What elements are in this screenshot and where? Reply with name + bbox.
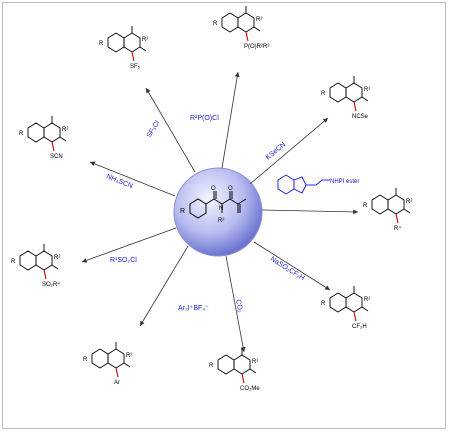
product-r2-label: R² [364,297,370,303]
reagent-co2: CO₂ [234,299,244,314]
product-r-label: R [321,91,326,97]
product-group-label: SF₅ [130,64,141,70]
product-r2-label: R² [54,255,60,261]
product-p_sf5: R R² SF₅ [99,26,148,70]
product-r2-label: R² [126,353,132,359]
product-p_cf2h: R R² CF₂H [321,286,370,330]
product-r2-label: R² [252,359,258,365]
product-r-label: R [83,357,88,363]
arrow-aryl [139,245,189,327]
reagent-phosphine: R²P(O)Cl [190,115,219,122]
arrow-so2 [81,227,177,263]
nhpi-label: NHPI ester [330,179,359,185]
product-r-label: R [99,41,104,47]
arrow-se [249,117,329,185]
reagent-nh4scn: NH₄SCN [105,173,133,190]
nhpi-ester-structure [277,174,330,195]
product-r-label: R [209,363,214,369]
product-group-label: CO₂Me [240,386,260,392]
product-p_so2: R R² SO₂R⁴ [11,244,60,288]
arrow-cf2h [253,241,331,291]
product-p_aryl: R R² Ar [83,342,132,386]
product-r2-label: R² [406,199,412,205]
product-p_ester: R R² CO₂Me [209,348,260,392]
product-r2-label: R² [256,17,262,23]
product-group-label: Ar [114,380,120,386]
arrow-scn [89,161,176,197]
product-group-label: P(O)R²R³ [244,44,269,50]
reagent-sf5cl: SF₅Cl [146,119,162,139]
center-n-label: N [219,206,223,212]
figure-frame [2,2,446,429]
reagent-kseCN: KSeCN [265,141,287,161]
product-p_scn: R R² SCN [19,116,68,160]
product-r-label: R [321,301,326,307]
center-o2-label: O [228,186,233,192]
arrow-sf5 [145,87,196,173]
product-p_phos: R R² P(O)R²R³ [213,6,269,50]
product-r2-label: R² [364,87,370,93]
product-r-label: R [11,259,16,265]
product-group-label: CF₂H [352,324,367,330]
center-sphere [173,167,263,257]
product-r2-label: R² [142,37,148,43]
product-r-label: R [213,21,218,27]
product-group-label: SCN [50,154,63,160]
reagent-sulfonyl: R¹SO₂Cl [110,257,137,264]
reagent-iodonium: Ar₂I⁺BF₄⁻ [178,305,209,312]
reagent-nas: NaSO₂CF₂H [269,256,306,283]
product-group-label: SO₂R⁴ [42,281,60,288]
product-r-label: R [19,131,24,137]
center-substrate [189,191,247,219]
arrow-alkyl [261,209,359,215]
center-o1-label: O [211,186,216,192]
arrow-phos [221,71,240,169]
center-r2-label: R² [218,218,224,224]
product-p_se: R R² NCSe [321,76,370,120]
product-p_alkyl: R R² R⁴ [363,188,412,232]
arrow-ester [225,255,246,353]
center-r-label: R [180,208,185,215]
product-r-label: R [363,203,368,209]
product-r2-label: R² [62,127,68,133]
product-group-label: NCSe [352,114,369,120]
product-group-label: R⁴ [394,225,401,232]
